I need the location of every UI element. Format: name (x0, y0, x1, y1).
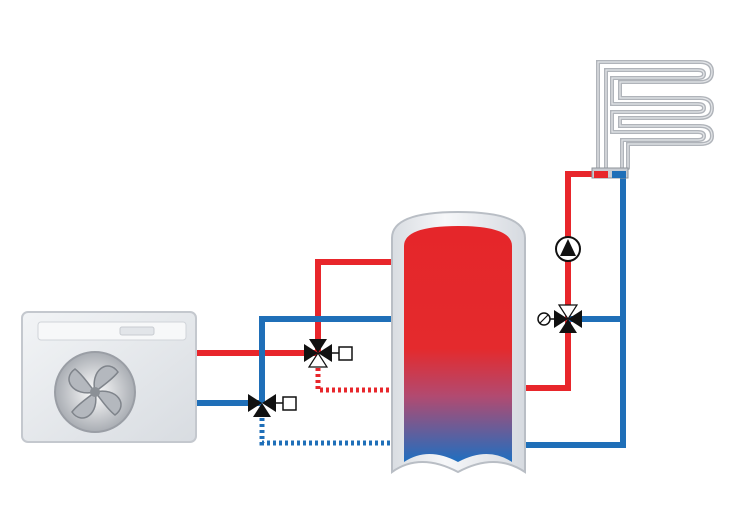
heat-pump-outdoor-unit (21, 311, 197, 443)
three-way-valve-icon (304, 339, 353, 368)
circulation-pump-icon (555, 236, 581, 262)
radiator-cold-return-pipe (522, 174, 626, 448)
distribution-manifold (591, 167, 629, 179)
actuator-box (282, 396, 297, 411)
buffer-storage-tank (391, 210, 526, 474)
hot-tank-inlet-pipe (315, 259, 395, 353)
actuator-box (338, 346, 353, 361)
radiator-hot-flow-pipe (522, 171, 604, 391)
cold-tank-link-pipe (259, 316, 395, 403)
three-way-valve-icon (537, 304, 582, 333)
dotted-cold-pipe (259, 418, 395, 446)
underfloor-heating-coil (596, 60, 715, 170)
three-way-valve-icon (248, 394, 297, 417)
fan-blades (68, 365, 122, 419)
pipe-network (195, 171, 626, 448)
tank-water-gradient (404, 226, 512, 462)
dotted-hot-pipe (315, 368, 395, 393)
dotted-pipes (259, 368, 395, 446)
